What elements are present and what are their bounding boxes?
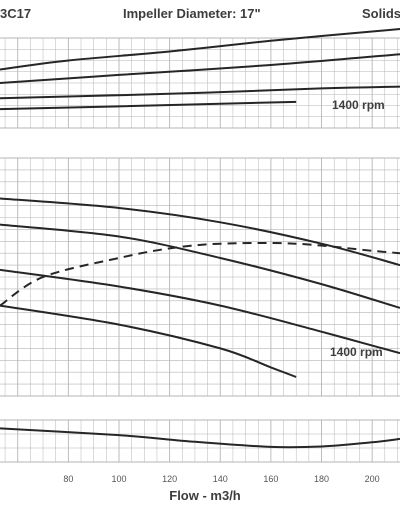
pump-model-label: 3C17 xyxy=(0,6,32,21)
x-tick-label: 140 xyxy=(213,474,228,484)
power-curve-1 xyxy=(0,28,400,71)
head-curve-label: 1400 rpm xyxy=(330,345,383,359)
x-tick-label: 200 xyxy=(365,474,380,484)
x-tick-label: 160 xyxy=(263,474,278,484)
x-tick-label: 100 xyxy=(111,474,126,484)
power-curve-label: 1400 rpm xyxy=(332,98,385,112)
head-curve-5 xyxy=(0,241,400,307)
power-curve-3 xyxy=(0,85,400,100)
head-curve-1 xyxy=(0,197,400,267)
power-curve-2 xyxy=(0,53,400,84)
npsh-curve-1 xyxy=(0,427,400,449)
head-curve-2 xyxy=(0,223,400,309)
head-curve-3 xyxy=(0,268,400,355)
solids-label: Solids xyxy=(362,6,400,21)
x-tick-label: 80 xyxy=(63,474,73,484)
x-tick-label: 120 xyxy=(162,474,177,484)
impeller-diameter-label: Impeller Diameter: 17" xyxy=(123,6,261,21)
x-tick-label: 180 xyxy=(314,474,329,484)
power-curve-4 xyxy=(0,100,297,111)
head-curve-4 xyxy=(0,304,297,378)
x-axis-label: Flow - m3/h xyxy=(169,488,241,503)
